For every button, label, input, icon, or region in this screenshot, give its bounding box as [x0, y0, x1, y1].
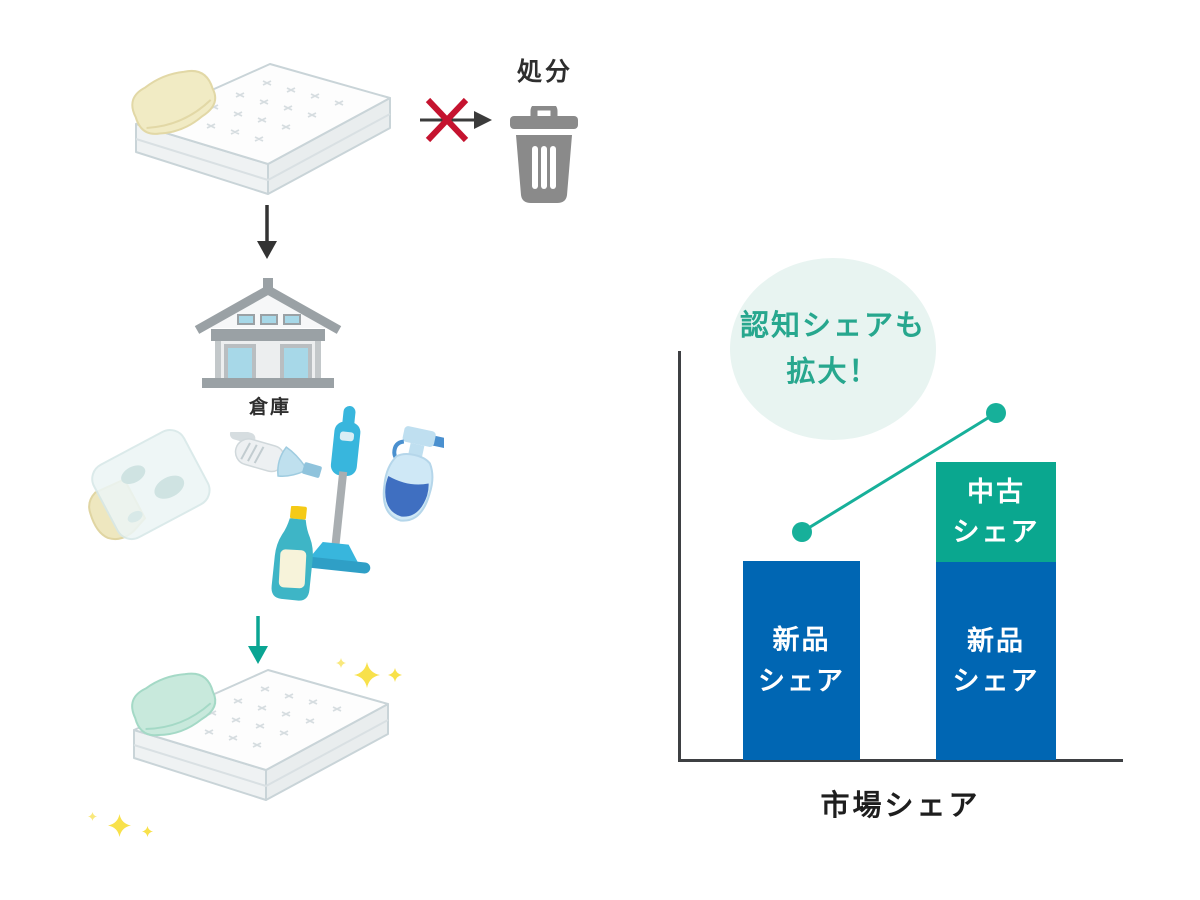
stick-cleaner-icon [298, 406, 393, 586]
trash-icon [506, 103, 582, 209]
teal-arrow-down-icon [246, 616, 270, 671]
trend-dot-start [792, 522, 812, 542]
bar-segment-label: 中古 シェア [952, 476, 1040, 548]
bar-before: 新品 シェア [743, 561, 860, 760]
chart-y-axis [678, 351, 681, 762]
crossed-arrow-svg [420, 97, 492, 143]
x-axis-label: 市場シェア [820, 790, 981, 822]
bar-segment-used-share: 中古 シェア [936, 462, 1056, 562]
bar-segment-label: 新品 シェア [952, 625, 1040, 697]
clean-mattress-svg [131, 669, 389, 801]
mint-pillow-icon [131, 672, 217, 737]
chart-x-axis [678, 759, 1123, 762]
trash-svg [510, 103, 578, 203]
arrow-down-icon [255, 205, 279, 265]
annotation-bubble-text: 認知シェアも 拡大！ [739, 309, 926, 388]
mattress-bag-icon [80, 418, 215, 568]
bar-segment-new-share: 新品 シェア [936, 562, 1056, 760]
bar-after: 中古 シェア 新品 シェア [936, 462, 1056, 760]
clean-mattress-icon [116, 652, 406, 817]
warehouse-label: 倉庫 [248, 397, 291, 418]
warehouse-svg [194, 278, 342, 388]
red-cross-icon [425, 97, 469, 143]
warehouse-icon [194, 278, 342, 395]
used-mattress-icon [118, 46, 408, 211]
used-mattress-svg [131, 63, 391, 195]
trend-dot-end [986, 403, 1006, 423]
annotation-bubble: 認知シェアも 拡大！ [730, 258, 936, 440]
handheld-vacuum-icon [220, 428, 325, 509]
bar-segment-new-share: 新品 シェア [743, 561, 860, 760]
bar-segment-label: 新品 シェア [758, 625, 845, 696]
no-disposal-icon [416, 90, 496, 155]
arrow-head [474, 111, 492, 129]
detergent-bottle-icon [270, 505, 320, 609]
disposal-label: 処分 [516, 58, 573, 86]
cream-pillow-icon [131, 70, 217, 135]
sparkles-icon [328, 646, 418, 713]
spray-bottle-icon [380, 426, 449, 539]
sparkles-icon [80, 802, 170, 855]
